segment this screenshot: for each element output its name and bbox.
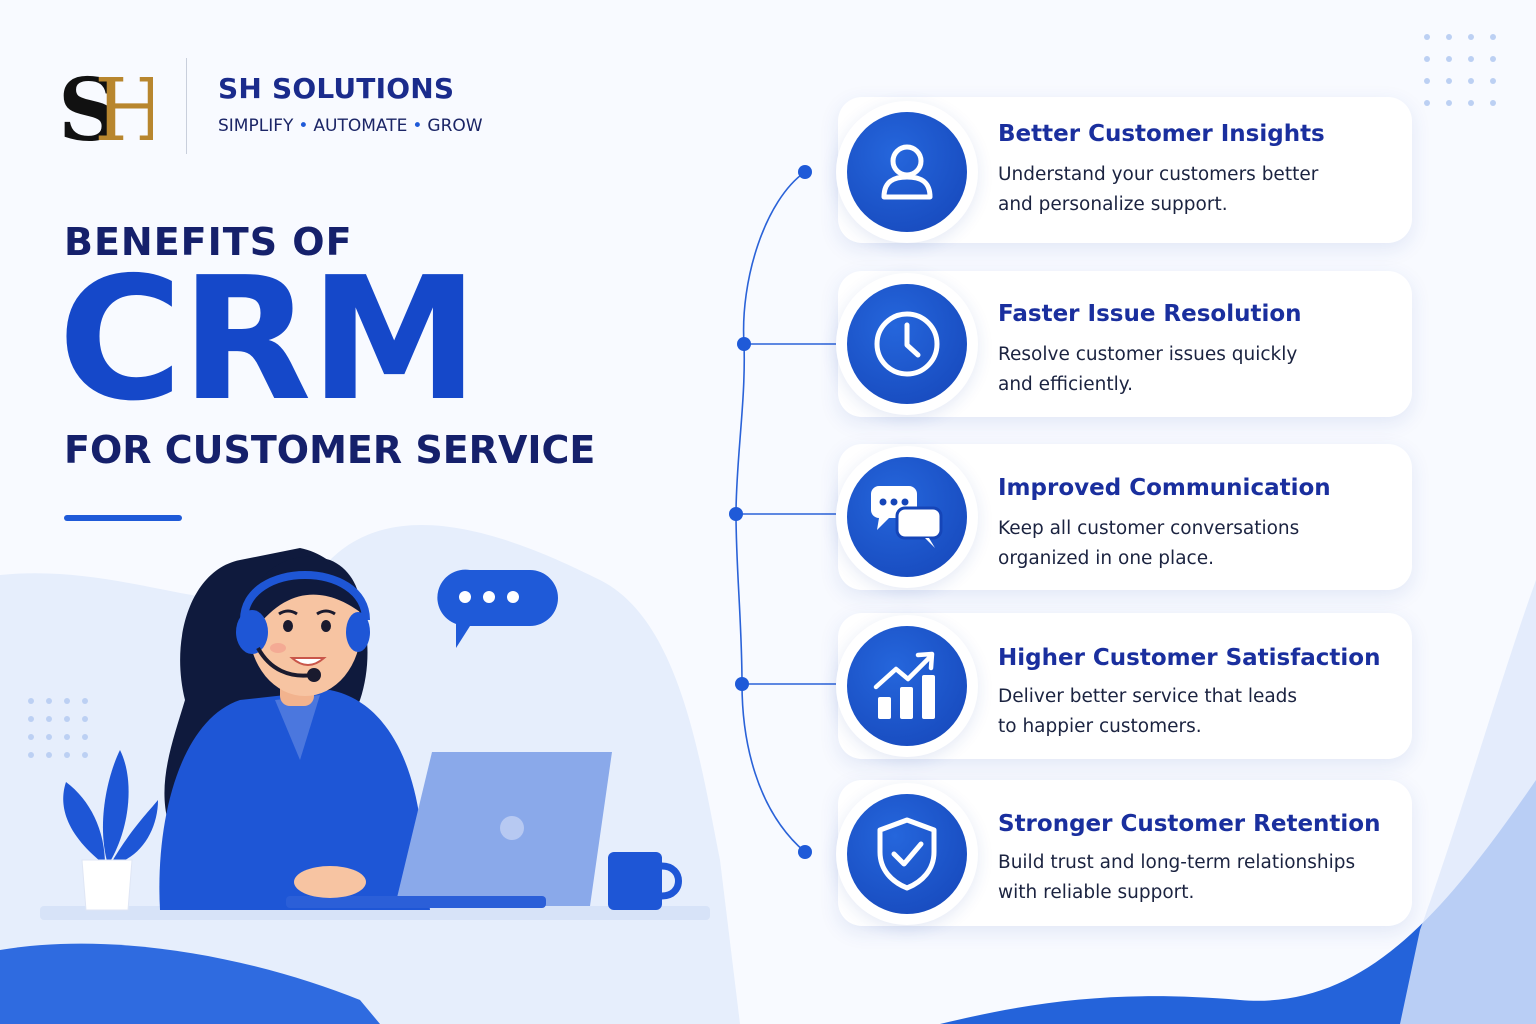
benefit-description-line: Keep all customer conversations (998, 518, 1300, 539)
benefit-description-line: and efficiently. (998, 374, 1133, 395)
benefit-description: Resolve customer issues quickly and effi… (998, 340, 1388, 400)
tagline-word: GROW (427, 116, 483, 136)
growth-chart-icon (873, 651, 935, 719)
benefit-icon-badge (836, 446, 978, 588)
benefit-description-line: with reliable support. (998, 882, 1195, 903)
chat-bubbles-icon (871, 486, 943, 548)
benefit-description: Build trust and long-term relationships … (998, 848, 1388, 908)
tagline-separator: • (298, 116, 309, 136)
benefit-title: Improved Communication (998, 475, 1331, 501)
decorative-dot-grid-top-right (1424, 34, 1496, 106)
tagline-separator: • (412, 116, 423, 136)
benefit-title: Stronger Customer Retention (998, 811, 1381, 837)
shield-check-icon (877, 817, 937, 891)
tagline-word: SIMPLIFY (218, 116, 294, 136)
brand-name: SH SOLUTIONS (218, 72, 455, 105)
headline-top: BENEFITS OF (64, 220, 353, 264)
tagline-word: AUTOMATE (313, 116, 408, 136)
clock-icon (874, 311, 940, 377)
headline-main: CRM (58, 241, 479, 439)
benefit-description-line: organized in one place. (998, 548, 1214, 569)
benefit-icon-badge (836, 783, 978, 925)
benefit-description-line: Understand your customers better (998, 164, 1319, 185)
benefit-description: Deliver better service that leads to hap… (998, 682, 1388, 742)
svg-text:H: H (94, 61, 153, 150)
benefit-description: Keep all customer conversations organize… (998, 514, 1388, 574)
benefit-icon-badge (836, 101, 978, 243)
logo-divider (186, 58, 187, 154)
brand-tagline: SIMPLIFY•AUTOMATE•GROW (218, 116, 483, 136)
benefit-title: Better Customer Insights (998, 121, 1325, 147)
benefit-icon-badge (836, 615, 978, 757)
benefit-title: Higher Customer Satisfaction (998, 645, 1381, 671)
benefit-description-line: and personalize support. (998, 194, 1228, 215)
benefit-description: Understand your customers better and per… (998, 160, 1388, 220)
svg-text:S: S (58, 60, 120, 150)
logo-monogram: S H (58, 60, 153, 150)
user-icon (881, 144, 933, 200)
headline-underline (64, 515, 182, 521)
benefit-icon-badge (836, 273, 978, 415)
benefit-description-line: Deliver better service that leads (998, 686, 1298, 707)
benefit-description-line: Resolve customer issues quickly (998, 344, 1298, 365)
benefit-description-line: to happier customers. (998, 716, 1202, 737)
benefit-description-line: Build trust and long-term relationships (998, 852, 1356, 873)
headline-sub: FOR CUSTOMER SERVICE (64, 428, 596, 472)
benefit-title: Faster Issue Resolution (998, 301, 1302, 327)
decorative-dot-grid-left (28, 698, 88, 758)
support-agent-illustration (40, 548, 710, 920)
